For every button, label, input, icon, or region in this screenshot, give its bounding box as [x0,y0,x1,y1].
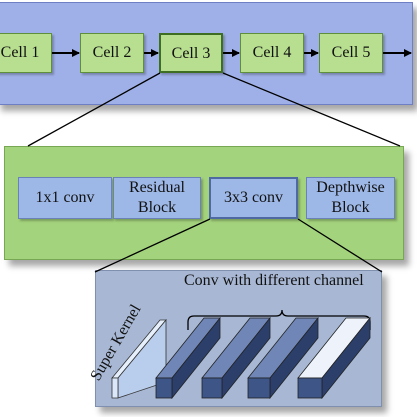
channel-label: Conv with different channel [184,272,364,289]
cell-5-box[interactable]: Cell 5 [319,33,383,73]
op-3x3-conv-box[interactable]: 3x3 conv [209,177,298,219]
cell-2-box[interactable]: Cell 2 [80,33,144,73]
op-residual-block-box[interactable]: Residual Block [113,177,201,219]
zoom-line-conv-left [94,218,211,273]
zoom-line-cell3-left [27,72,161,147]
channel-block-3 [247,316,319,400]
op-3x3-conv-label: 3x3 conv [223,189,284,206]
channel-block-4 [297,316,371,400]
op-1x1-conv-label: 1x1 conv [35,189,95,206]
channel-block-1 [155,316,221,400]
cell-1-box[interactable]: Cell 1 [0,33,52,73]
super-kernel-block [111,318,167,399]
channel-block-2 [201,316,271,400]
cell-3-box[interactable]: Cell 3 [159,33,223,73]
zoom-lines [27,72,401,273]
zoom-line-conv-right [297,218,383,273]
cell-4-box[interactable]: Cell 4 [240,33,304,73]
op-depthwise-block-label: Depthwise Block [316,179,385,216]
op-1x1-conv-box[interactable]: 1x1 conv [18,177,112,219]
channel-brace [187,309,371,330]
op-residual-block-label: Residual Block [129,179,185,216]
op-depthwise-block-box[interactable]: Depthwise Block [306,177,395,219]
zoom-line-cell3-right [222,72,401,147]
